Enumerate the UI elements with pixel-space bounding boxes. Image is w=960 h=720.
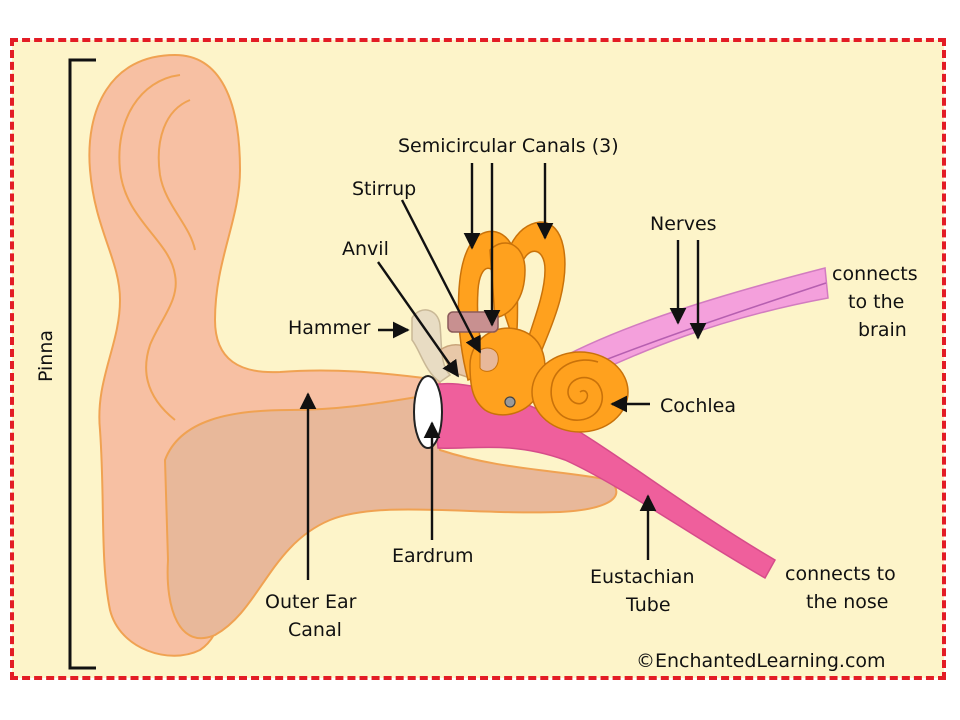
vestibule-inner — [479, 347, 499, 372]
label-nerves: Nerves — [650, 213, 717, 235]
pinna-fold-inner — [157, 99, 196, 251]
label-eustachian-1: Eustachian — [590, 566, 695, 588]
label-hammer: Hammer — [288, 317, 371, 339]
label-pinna: Pinna — [35, 330, 57, 382]
copyright-text: ©EnchantedLearning.com — [636, 650, 886, 672]
label-semicircular-canals: Semicircular Canals (3) — [398, 135, 619, 157]
label-nose-1: connects to — [785, 563, 896, 585]
cochlea-shape — [531, 351, 629, 433]
label-brain-1: connects — [832, 263, 918, 285]
label-stirrup: Stirrup — [352, 178, 416, 200]
arrow-stirrup — [400, 199, 482, 354]
hammer-bone — [411, 309, 452, 383]
pinna-bracket — [68, 58, 96, 670]
arrow-anvil — [377, 261, 459, 378]
label-cochlea: Cochlea — [660, 395, 736, 417]
pinna-fold — [118, 74, 181, 421]
label-eardrum: Eardrum — [392, 545, 474, 567]
label-brain-3: brain — [858, 319, 907, 341]
oval-window — [504, 396, 516, 408]
label-eustachian-2: Tube — [625, 594, 671, 616]
label-nose-2: the nose — [806, 591, 888, 613]
stirrup-bone — [447, 311, 499, 333]
label-outer-canal-2: Canal — [288, 619, 342, 641]
semicircular-canals — [457, 221, 566, 416]
label-anvil: Anvil — [342, 238, 389, 260]
label-outer-canal-1: Outer Ear — [265, 591, 357, 613]
eardrum-membrane — [413, 375, 443, 449]
ear-canal — [163, 393, 618, 640]
label-brain-2: to the — [848, 291, 904, 313]
